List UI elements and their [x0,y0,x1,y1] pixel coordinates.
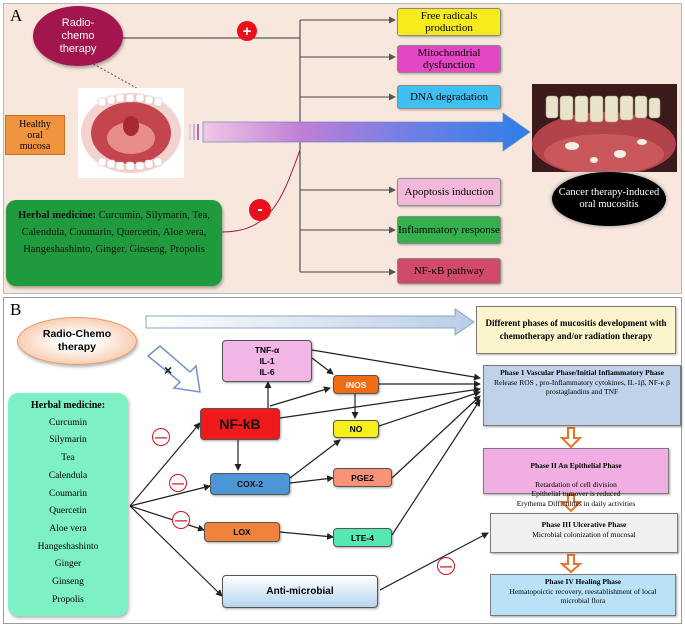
phase-2-text: Retardation of cell division Epithelial … [516,479,636,508]
phase-1-box: Phase 1 Vascular Phase/Initial Inflammat… [483,365,681,426]
phase-3-text: Microbial colonization of mucosal [532,529,636,539]
herb-item: Propolis [52,594,84,605]
herb-item: Silymarin [49,435,87,446]
effect-apoptosis: Apoptosis induction [397,178,501,206]
radio-chemo-therapy-node: Radio- chemo therapy [33,6,123,66]
phase-4-title: Phase IV Healing Phase [544,577,622,586]
phase-1-text: Release ROS , pro-Inflammatory cytokines… [494,377,670,397]
node-lte4: LTE-4 [333,528,392,547]
node-tnf-il: TNF-α IL-1 IL-6 [222,340,312,382]
panel-b [3,297,682,624]
node-no: NO [333,420,379,438]
herb-item: Quercetin [49,506,87,517]
herb-item: Curcumin [49,417,87,428]
phase-4-box: Phase IV Healing Phase Hematopoictic rec… [490,574,676,616]
herb-item: Coumarin [49,488,87,499]
herb-item: Aloe vera [49,523,87,534]
node-anti-microbial: Anti-microbial [222,575,378,608]
phase-2-box: Phase II An Epithelial Phase Retardation… [483,448,669,508]
effect-dna-degradation: DNA degradation [397,85,501,109]
herb-item: Tea [61,453,75,464]
healthy-oral-mucosa-box: Healthy oral mucosa [5,115,65,155]
multiply-sign: × [164,362,173,378]
inhibit-mark-lox: — [172,511,190,529]
herb-item: Calendula [48,470,88,481]
phase-4-text: Hematopoictic recovery, reestablishment … [509,586,657,606]
node-cox2: COX-2 [210,473,290,495]
node-nfkb: NF-kB [200,408,280,440]
herb-item: Ginger [54,559,82,570]
herbal-list-a: Curcumin, Silymarin, Tea, Calendula, Cou… [21,210,210,255]
herbal-title-a: Herbal medicine: [18,210,96,221]
radio-chemo-node-b: Radio-Chemo therapy [17,317,137,365]
plus-sign: + [237,21,257,41]
phase-3-title: Phase III Ulcerative Phase [541,520,627,529]
herbal-title-b: Herbal medicine: [30,400,106,411]
node-lox: LOX [204,522,280,542]
phase-3-box: Phase III Ulcerative Phase Microbial col… [490,513,678,553]
oral-mucositis-image [532,84,677,172]
panel-a-label: A [10,6,23,25]
effect-free-radicals: Free radicals production [397,8,501,36]
phase-1-title: Phase 1 Vascular Phase/Initial Inflammat… [500,368,664,377]
minus-sign: - [249,199,271,221]
herb-item: Hangeshashinto [37,541,99,552]
herbal-medicine-box-a: Herbal medicine: Curcumin, Silymarin, Te… [6,200,222,286]
healthy-mouth-image [78,88,184,178]
effect-nfkb: NF-κB pathway [397,258,501,284]
herb-item: Ginseng [52,577,84,588]
inhibit-mark-antimicrobial: — [437,557,455,575]
node-pge2: PGE2 [333,468,392,487]
inhibit-mark-cox2: — [169,474,187,492]
outcome-oral-mucositis: Cancer therapy-induced oral mucositis [552,172,666,226]
phases-title-box: Different phases of mucositis developmen… [476,306,676,354]
phase-2-title: Phase II An Epithelial Phase [530,460,622,470]
panel-b-label: B [10,300,22,319]
node-inos: iNOS [333,375,379,394]
effect-inflammatory: Inflammatory response [397,216,501,244]
effect-mitochondrial: Mitochondrial dysfunction [397,45,501,73]
inhibit-mark-nfkb: — [152,428,170,446]
herbal-medicine-box-b: Herbal medicine: Curcumin Silymarin Tea … [8,393,128,616]
